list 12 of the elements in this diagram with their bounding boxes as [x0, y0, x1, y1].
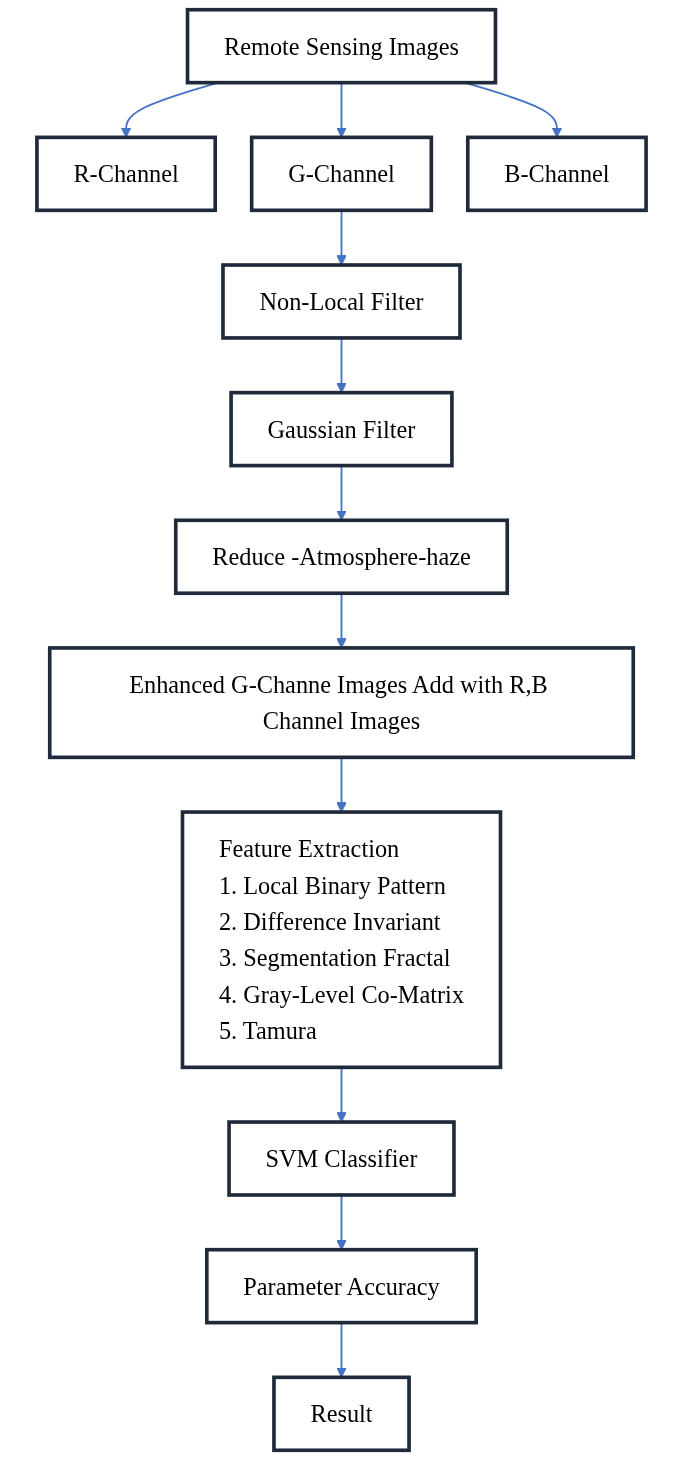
node-box: G-Channel [249, 135, 434, 213]
node-box: Feature Extraction 1. Local Binary Pattern 2. Difference Invariant 3. Segmentation Fractal 4. Gray-Level Co-Matrix 5. Tamura [180, 810, 503, 1070]
node-box: SVM Classifier [227, 1120, 456, 1197]
node-box: Parameter Accuracy [205, 1247, 478, 1325]
node-box: B-Channel [465, 135, 648, 213]
node-box: Gaussian Filter [229, 390, 454, 468]
node-box: R-Channel [35, 135, 218, 213]
node-box: Non-Local Filter [221, 263, 462, 340]
node-box: Remote Sensing Images [185, 7, 498, 85]
node-box: Reduce -Atmosphere-haze [173, 518, 510, 596]
node-box: Enhanced G-Channe Images Add with R,B Channel Images [47, 646, 636, 760]
node-box: Result [272, 1375, 411, 1453]
